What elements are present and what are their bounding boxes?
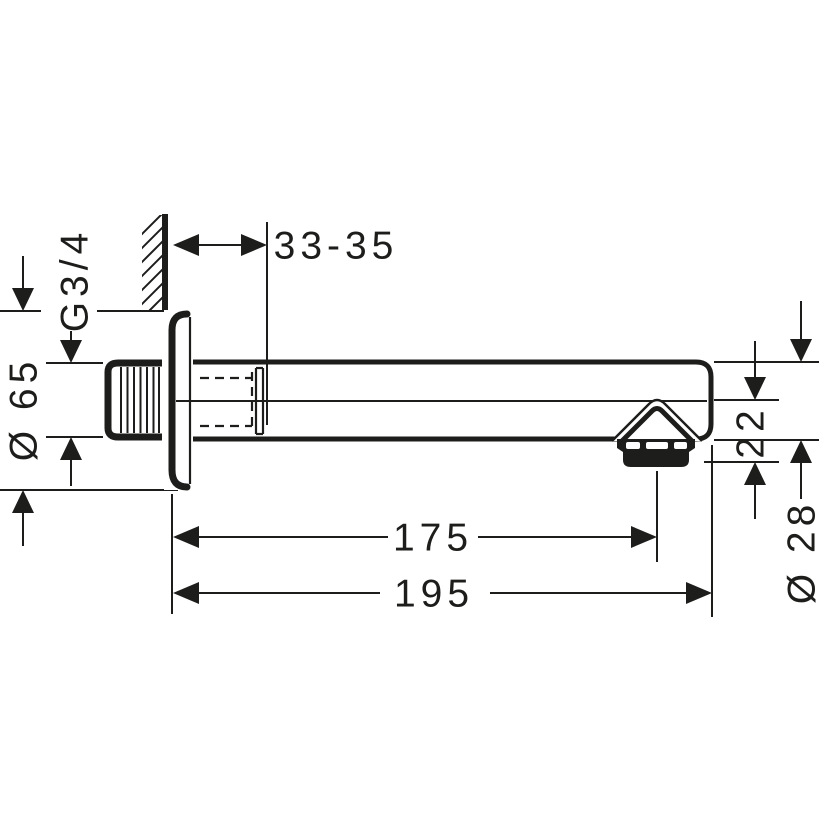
arrowhead xyxy=(631,526,657,548)
hatch-line xyxy=(142,254,162,278)
arrowhead xyxy=(12,490,34,513)
arrowhead xyxy=(744,462,766,485)
dim-aerator-drop: 22 xyxy=(704,341,779,519)
dim-wall-distance: 33-35 xyxy=(173,225,399,268)
aerator-slot xyxy=(646,442,668,449)
thread-lines xyxy=(120,367,160,433)
arrowhead xyxy=(790,339,812,362)
hatch-line xyxy=(142,282,162,306)
dim-label-spout-diameter: Ø 28 xyxy=(781,500,824,605)
flange-extension-lines xyxy=(0,310,178,491)
hatch-line xyxy=(142,226,162,250)
dim-label-overall-length: 195 xyxy=(394,573,474,616)
retaining-ring xyxy=(254,366,265,436)
dim-label-aerator-drop: 22 xyxy=(730,405,773,458)
hatch-line xyxy=(142,268,162,292)
wall-section xyxy=(142,214,168,312)
aerator-hood-outer xyxy=(611,398,703,442)
hatch-line xyxy=(142,240,162,264)
dim-overall-length: 195 xyxy=(173,573,712,616)
internal-connector xyxy=(176,222,707,436)
dim-length-to-aerator: 175 xyxy=(173,517,657,560)
flange-outline xyxy=(168,310,191,491)
aerator-slot xyxy=(626,442,640,449)
arrowhead xyxy=(790,440,812,463)
arrowhead xyxy=(744,377,766,400)
dim-label-flange-diameter: Ø 65 xyxy=(3,357,46,462)
dim-thread-size: G3/4 xyxy=(46,228,103,486)
dim-spout-diameter: Ø 28 xyxy=(714,301,824,604)
hatch-line xyxy=(160,310,162,312)
dim-label-wall-distance: 33-35 xyxy=(274,225,399,268)
arrowhead xyxy=(173,234,199,256)
threaded-nipple xyxy=(104,359,162,441)
arrowhead xyxy=(173,526,199,548)
aerator-slot xyxy=(674,442,687,449)
wall-hatch xyxy=(142,215,162,312)
dim-label-length-to-aerator: 175 xyxy=(393,517,473,560)
arrowhead xyxy=(60,437,82,460)
arrowhead xyxy=(12,288,34,311)
arrowhead xyxy=(173,582,199,604)
hatch-line xyxy=(146,296,162,312)
length-extension-lines xyxy=(171,445,713,617)
arrowhead xyxy=(686,582,712,604)
hatch-line xyxy=(142,215,162,236)
aerator-hood-inner xyxy=(619,406,695,444)
dim-flange-diameter: Ø 65 xyxy=(3,256,46,546)
arrowhead xyxy=(241,234,267,256)
aerator xyxy=(611,398,703,467)
arrowhead xyxy=(60,340,82,363)
dim-label-thread: G3/4 xyxy=(54,228,97,333)
